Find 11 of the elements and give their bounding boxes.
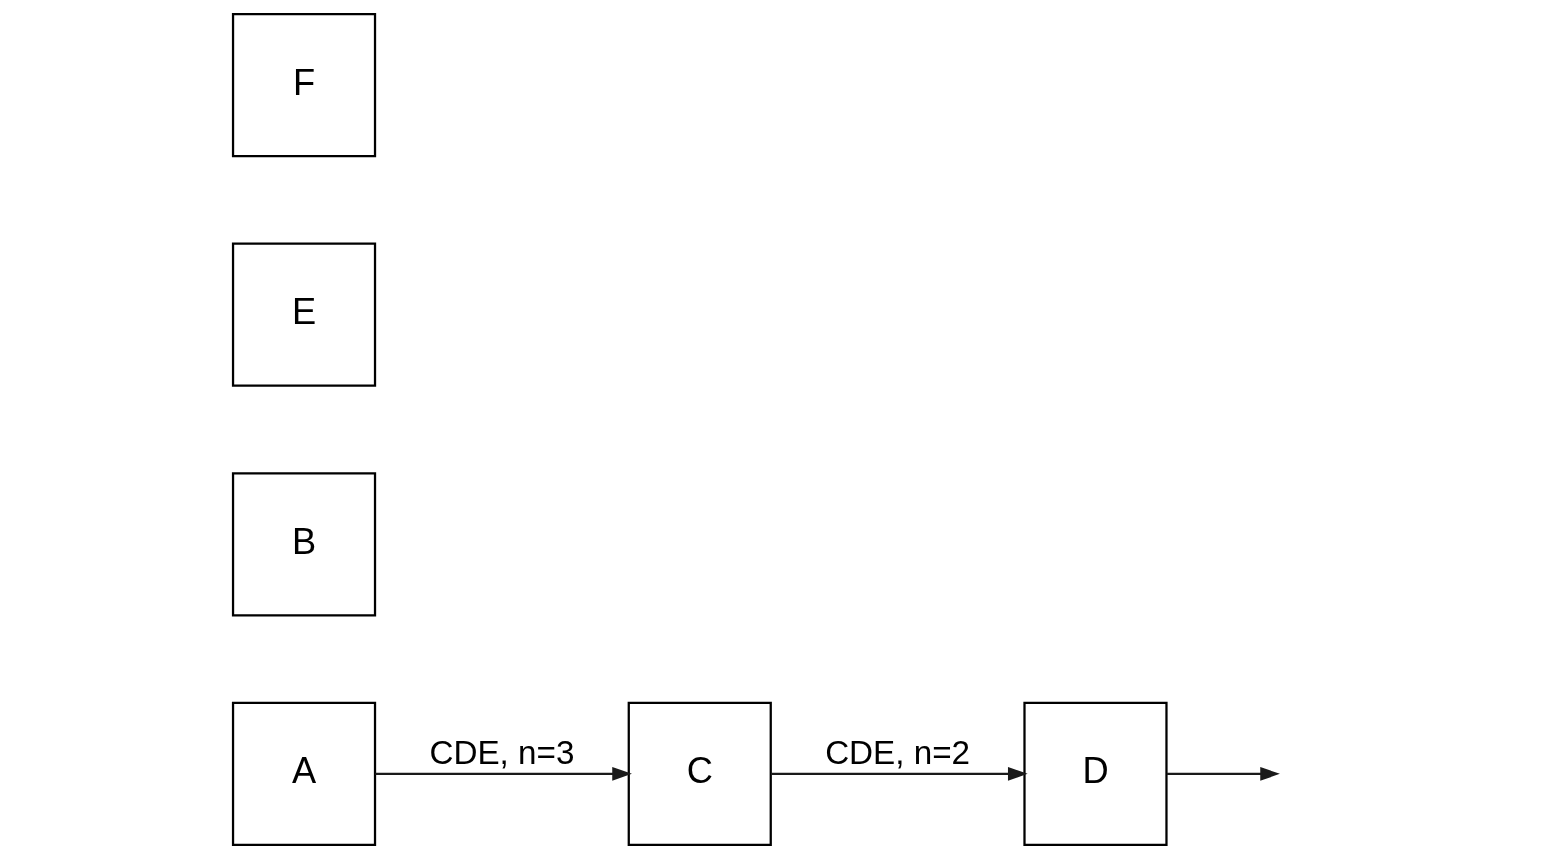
edge-label: CDE, n=3 — [428, 734, 574, 772]
node-box: E — [231, 242, 376, 387]
node-box: F — [231, 13, 376, 158]
node-box: A — [231, 701, 376, 846]
node-box: B — [231, 472, 376, 617]
arrow — [1166, 767, 1280, 781]
edge-label: CDE, n=2 — [824, 734, 970, 772]
node-box: C — [627, 701, 772, 846]
node-box: D — [1022, 701, 1168, 846]
arrow — [770, 767, 1028, 781]
arrow — [374, 767, 632, 781]
